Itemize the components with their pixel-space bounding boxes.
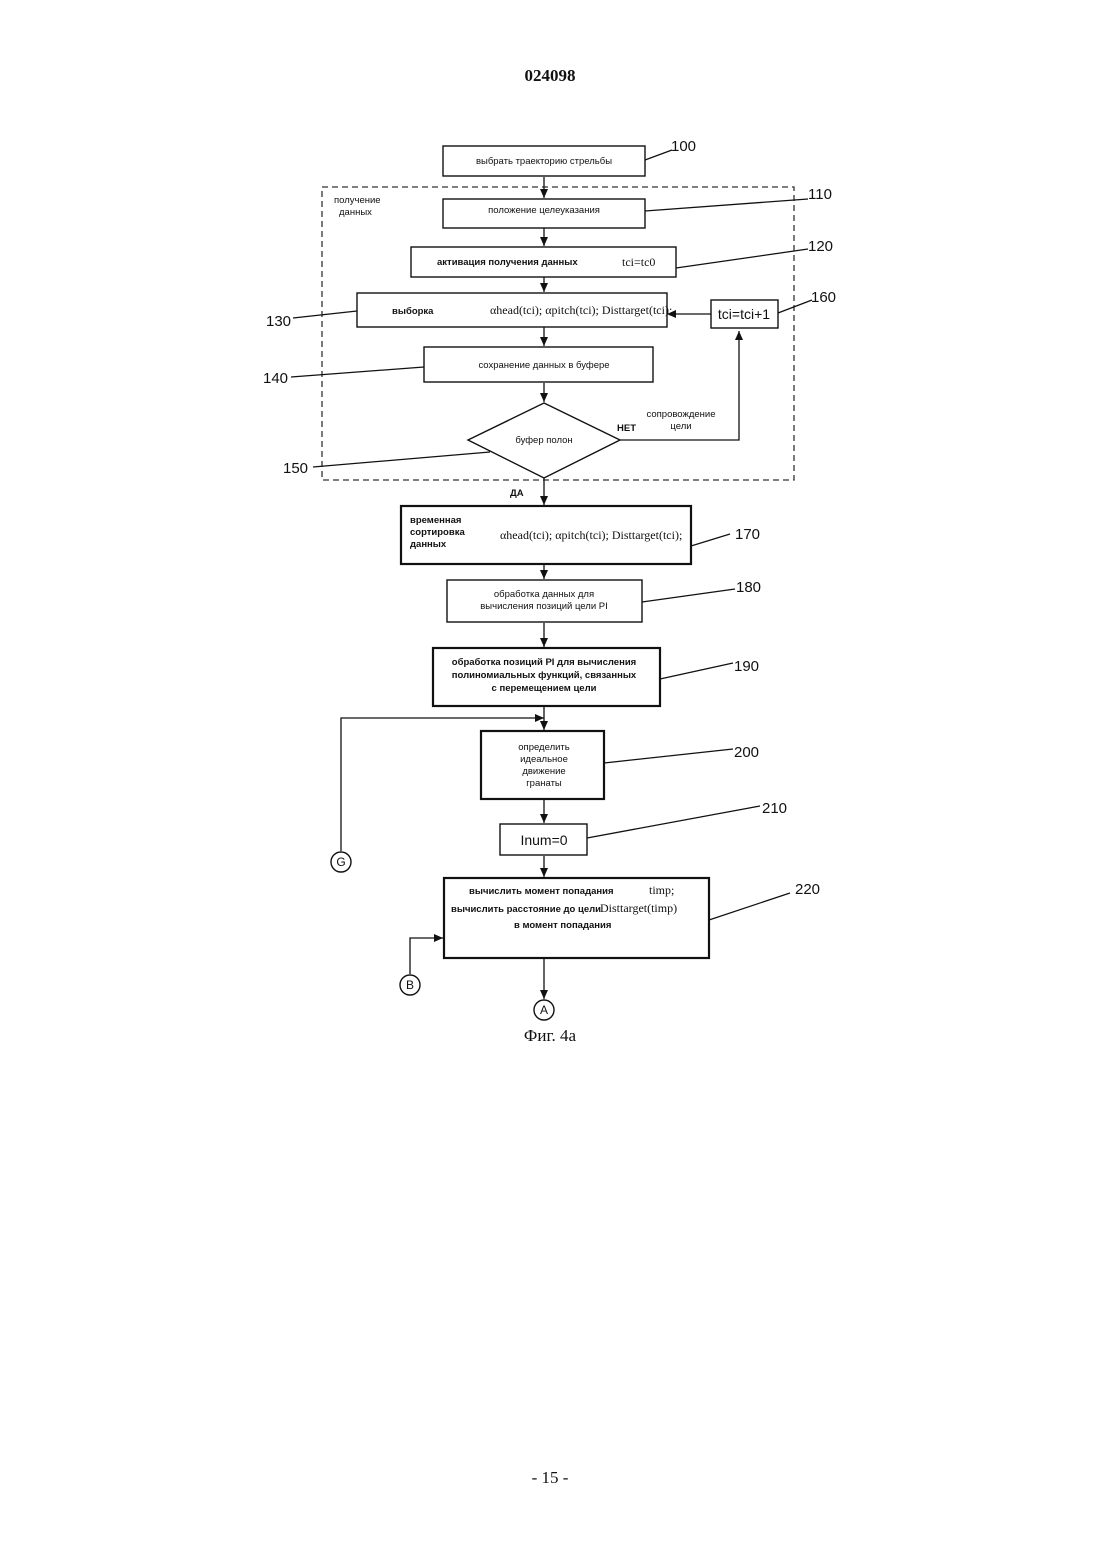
ref-110: 110	[808, 186, 832, 203]
step-200-line4: гранаты	[526, 778, 562, 789]
leader-190	[660, 663, 733, 679]
ref-100: 100	[671, 138, 696, 155]
step-210-text: Inum=0	[520, 832, 567, 848]
leader-100	[645, 150, 672, 160]
step-190-line3: с перемещением цели	[492, 683, 597, 694]
leader-170	[691, 534, 730, 546]
step-170-line2: сортировка	[410, 527, 465, 538]
ref-170: 170	[735, 526, 760, 543]
step-200-line1: определить	[518, 742, 569, 753]
leader-200	[604, 749, 733, 763]
step-120-formula: tci=tc0	[622, 255, 655, 269]
ref-150: 150	[283, 460, 308, 477]
leader-130	[293, 311, 357, 318]
ref-120: 120	[808, 238, 833, 255]
connector-b-label: B	[406, 978, 414, 992]
ref-220: 220	[795, 881, 820, 898]
ref-210: 210	[762, 800, 787, 817]
connector-b-arrow	[410, 938, 443, 974]
step-130-text: выборка	[392, 306, 434, 317]
step-180-line2: вычисления позиций цели PI	[480, 601, 608, 612]
ref-200: 200	[734, 744, 759, 761]
leader-150	[313, 452, 490, 467]
step-200-line2: идеальное	[520, 754, 568, 765]
step-220-line3: в момент попадания	[514, 920, 611, 931]
leader-120	[676, 249, 808, 268]
leader-110	[645, 199, 808, 211]
ref-180: 180	[736, 579, 761, 596]
leader-210	[587, 806, 760, 838]
step-140-text: сохранение данных в буфере	[478, 360, 609, 371]
step-160-text: tci=tci+1	[718, 306, 770, 322]
step-130-formula: αhead(tci); αpitch(tci); Disttarget(tci)…	[490, 303, 672, 317]
step-220-line1: вычислить момент попадания	[469, 886, 614, 897]
ref-130: 130	[266, 313, 291, 330]
connector-g-label: G	[336, 855, 345, 869]
step-220-formula1: timp;	[649, 883, 674, 897]
step-110-text: положение целеуказания	[488, 205, 600, 216]
step-220-formula2: Disttarget(timp)	[600, 901, 677, 915]
step-200-line3: движение	[522, 766, 565, 777]
step-180-line1: обработка данных для	[494, 589, 594, 600]
group-label-line2: данных	[339, 207, 372, 218]
step-190-line1: обработка позиций PI для вычисления	[452, 657, 636, 668]
ref-160: 160	[811, 289, 836, 306]
branch-label-line2: цели	[670, 421, 691, 432]
leader-140	[291, 367, 424, 377]
step-170-formula: αhead(tci); αpitch(tci); Disttarget(tci)…	[500, 528, 682, 542]
leader-180	[642, 589, 735, 602]
group-label-line1: получение	[334, 195, 381, 206]
step-150-text: буфер полон	[515, 435, 572, 446]
step-170-line1: временная	[410, 515, 461, 526]
step-190-line2: полиномиальных функций, связанных	[452, 670, 637, 681]
decision-no-label: НЕТ	[617, 423, 636, 434]
step-100-text: выбрать траекторию стрельбы	[476, 156, 612, 167]
branch-label-line1: сопровождение	[647, 409, 716, 420]
step-170-line3: данных	[410, 539, 447, 550]
leader-160	[778, 300, 812, 313]
step-120-text: активация получения данных	[437, 257, 578, 268]
connector-a-label: A	[540, 1003, 548, 1017]
ref-140: 140	[263, 370, 288, 387]
decision-yes-label: ДА	[510, 488, 524, 499]
ref-190: 190	[734, 658, 759, 675]
leader-220	[709, 893, 790, 920]
step-220-line2: вычислить расстояние до цели	[451, 904, 601, 915]
